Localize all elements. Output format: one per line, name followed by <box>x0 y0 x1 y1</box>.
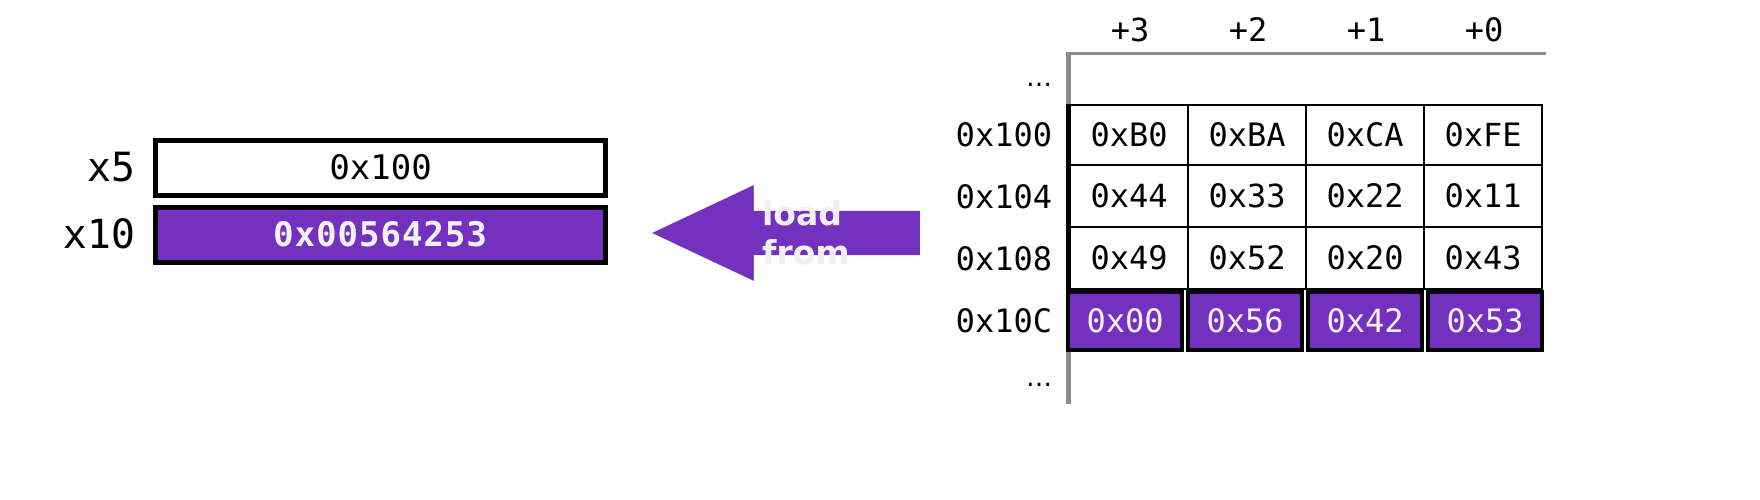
memory-cell: 0xFE <box>1425 104 1543 166</box>
memory-cell: 0x11 <box>1425 166 1543 228</box>
arrow-label: load from <box>762 194 850 272</box>
memory-cell-highlighted: 0x53 <box>1426 290 1544 352</box>
memory-row-cells: 0x00 0x56 0x42 0x53 <box>1066 290 1544 352</box>
memory-row: 0x100 0xB0 0xBA 0xCA 0xFE <box>955 104 1546 166</box>
memory-row-address: 0x100 <box>955 116 1052 154</box>
register-label-x10: x10 <box>62 212 135 258</box>
register-row-x10: x10 0x00564253 <box>40 205 608 265</box>
memory-cell: 0xCA <box>1307 104 1425 166</box>
memory-table: +3 +2 +1 +0 … 0x100 0xB0 0xBA 0xCA 0xFE … <box>955 8 1546 404</box>
ellipsis-top-label: … <box>1026 63 1052 93</box>
register-file: x5 0x100 x10 0x00564253 <box>40 138 608 265</box>
memory-cell: 0x20 <box>1307 228 1425 290</box>
memory-ellipsis-bottom: … <box>962 352 1546 404</box>
memory-row-cells: 0x44 0x33 0x22 0x11 <box>1066 166 1543 228</box>
memory-cell: 0x33 <box>1189 166 1307 228</box>
column-header-plus2: +2 <box>1228 11 1268 49</box>
memory-row-cells: 0xB0 0xBA 0xCA 0xFE <box>1066 104 1543 166</box>
memory-row-highlighted: 0x10C 0x00 0x56 0x42 0x53 <box>955 290 1546 352</box>
register-value-x10: 0x00564253 <box>153 205 608 265</box>
memory-row-address: 0x104 <box>955 178 1052 216</box>
memory-cell: 0x49 <box>1071 228 1189 290</box>
memory-column-headers: +3 +2 +1 +0 <box>962 8 1546 52</box>
column-header-plus1: +1 <box>1346 11 1386 49</box>
memory-cell: 0x43 <box>1425 228 1543 290</box>
memory-row: 0x104 0x44 0x33 0x22 0x11 <box>955 166 1546 228</box>
memory-cell-highlighted: 0x42 <box>1306 290 1424 352</box>
column-header-plus0: +0 <box>1464 11 1504 49</box>
load-from-arrow: load from <box>652 185 920 281</box>
memory-cell-highlighted: 0x00 <box>1066 290 1184 352</box>
memory-row-address: 0x108 <box>955 240 1052 278</box>
memory-cell: 0x44 <box>1071 166 1189 228</box>
memory-cell: 0xBA <box>1189 104 1307 166</box>
memory-bottom-rule <box>1066 352 1546 404</box>
memory-top-rule <box>1066 52 1546 104</box>
memory-cell: 0x22 <box>1307 166 1425 228</box>
ellipsis-bottom-label: … <box>1026 363 1052 393</box>
column-header-plus3: +3 <box>1110 11 1150 49</box>
memory-ellipsis-top: … <box>962 52 1546 104</box>
memory-cell-highlighted: 0x56 <box>1186 290 1304 352</box>
memory-cell: 0xB0 <box>1071 104 1189 166</box>
memory-row-address: 0x10C <box>955 302 1052 340</box>
register-label-x5: x5 <box>86 145 135 191</box>
memory-cell: 0x52 <box>1189 228 1307 290</box>
register-row-x5: x5 0x100 <box>40 138 608 198</box>
memory-row-cells: 0x49 0x52 0x20 0x43 <box>1066 228 1543 290</box>
memory-row: 0x108 0x49 0x52 0x20 0x43 <box>955 228 1546 290</box>
register-value-x5: 0x100 <box>153 138 608 198</box>
